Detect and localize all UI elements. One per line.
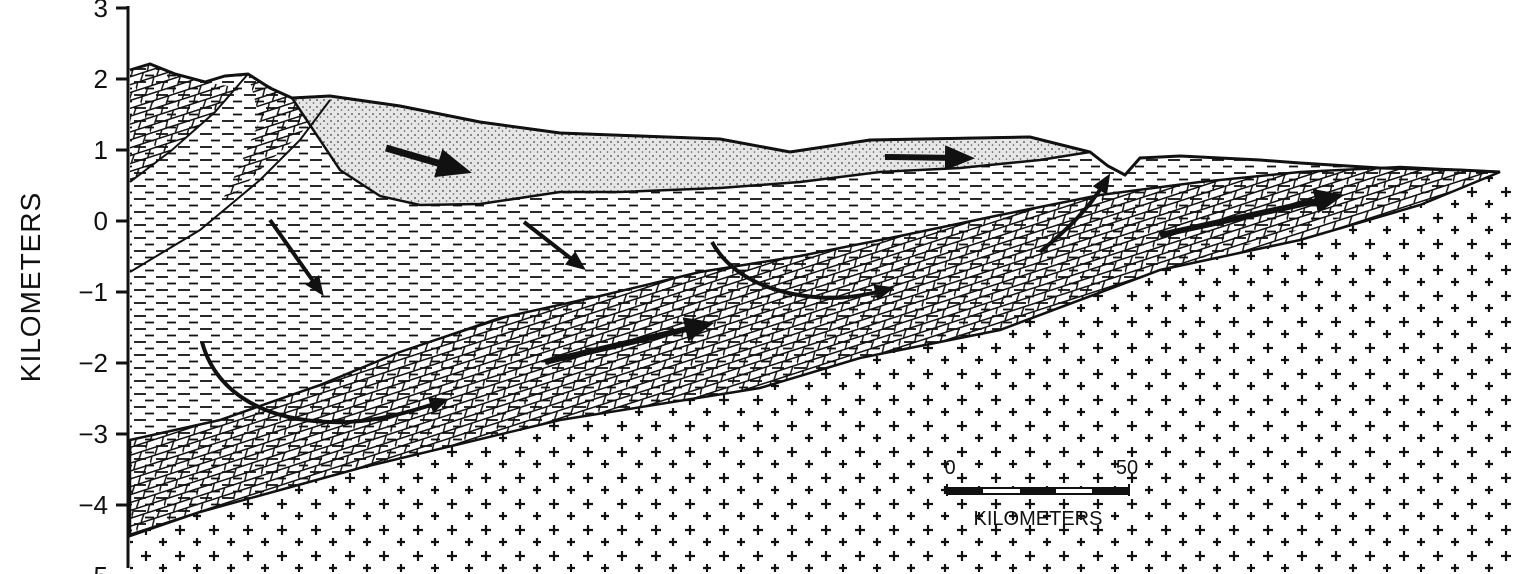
flow-arrow-curve-3 <box>1038 173 1111 254</box>
y-tick-label: −1 <box>78 277 108 307</box>
y-tick-label: −2 <box>78 348 108 378</box>
scale-bar-unit-label: KILOMETERS <box>974 508 1103 530</box>
y-tick-label: −5 <box>78 561 108 574</box>
scale-bar-segment-3 <box>1092 488 1129 494</box>
y-tick-label: −3 <box>78 419 108 449</box>
y-axis-title: KILOMETERS <box>15 192 46 382</box>
flow-arrow-carb-2 <box>1159 188 1345 238</box>
y-tick-label: 2 <box>94 64 108 94</box>
y-tick-label: 3 <box>94 0 108 23</box>
scale-bar-end-label: 50 <box>1116 457 1138 479</box>
flow-arrow-curve-2 <box>710 241 895 301</box>
fault-line-2 <box>129 73 249 183</box>
flow-arrow-down-2 <box>522 220 586 271</box>
scale-bar-segment-1 <box>947 488 983 494</box>
carbonate-wedge-fault <box>220 74 320 205</box>
basement-layer <box>130 172 1514 574</box>
carbonate-wedge-left <box>130 64 240 182</box>
y-tick-label: −4 <box>78 490 108 520</box>
flow-arrow-sand-1 <box>385 144 472 178</box>
y-axis-ticks: 3 2 1 0 −1 −2 −3 −4 −5 <box>78 0 128 574</box>
fault-line-1 <box>129 99 331 273</box>
y-tick-label: 1 <box>94 135 108 165</box>
scale-bar: 0 50 KILOMETERS <box>944 457 1138 530</box>
ground-surface <box>129 62 1501 177</box>
scale-bar-segment-2 <box>1020 488 1056 494</box>
y-tick-label: 0 <box>94 206 108 236</box>
flow-arrow-down-1 <box>268 218 324 297</box>
flow-arrow-sand-2 <box>884 145 975 171</box>
flow-arrow-carb-1 <box>544 317 715 365</box>
scale-bar-start-label: 0 <box>944 457 955 479</box>
flow-arrow-curve-1 <box>200 341 450 425</box>
carbonate-slab <box>128 165 1501 538</box>
